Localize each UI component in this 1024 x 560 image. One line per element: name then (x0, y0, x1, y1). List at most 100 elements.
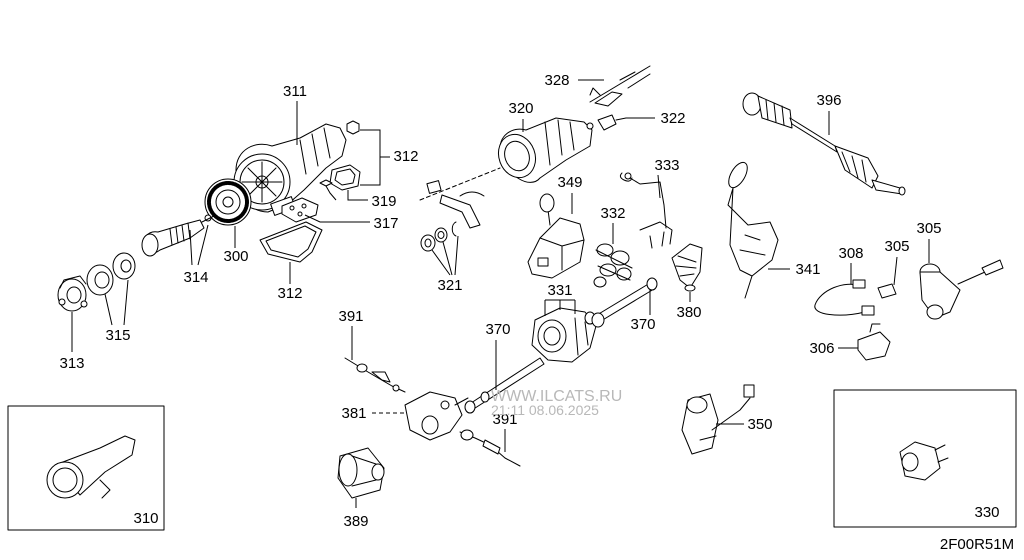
callout-332[interactable]: 332 (600, 205, 625, 222)
transmission-assembly-311 (233, 123, 347, 216)
callout-311[interactable]: 311 (283, 83, 307, 100)
leader-lines-stroke (431, 235, 459, 276)
leader-lines-stroke (360, 129, 390, 186)
transfer-block-381 (404, 391, 469, 441)
boot-380 (671, 243, 703, 292)
callout-322[interactable]: 322 (660, 110, 685, 127)
seal-set-321-stroke (439, 194, 481, 229)
bolt-319 (319, 179, 333, 194)
plate-317-stroke (297, 211, 303, 217)
input-shaft-314-stroke (141, 233, 159, 257)
control-cable-328-stroke (589, 65, 651, 103)
shift-lever-341 (727, 161, 779, 299)
callout-319[interactable]: 319 (371, 193, 396, 210)
callout-314[interactable]: 314 (183, 269, 208, 286)
inset-box-330 (833, 389, 1017, 528)
extension-housing-331 (531, 307, 597, 363)
clutch-cylinder-305 (919, 259, 1004, 320)
flange-313-stroke (80, 300, 88, 308)
seal-set-321-stroke (437, 231, 445, 239)
callout-306[interactable]: 306 (809, 340, 834, 357)
bearing-set-315 (86, 252, 136, 296)
callout-312-top[interactable]: 312 (393, 148, 418, 165)
clutch-disc-300-stroke (207, 181, 249, 223)
callout-349[interactable]: 349 (557, 174, 582, 191)
transfer-block-381-stroke (440, 400, 450, 410)
transfer-block-381-stroke (454, 397, 469, 406)
switch-322 (586, 114, 627, 131)
callout-391-lower[interactable]: 391 (492, 411, 517, 428)
plug-312 (346, 120, 360, 135)
callout-396[interactable]: 396 (816, 92, 841, 109)
propeller-shaft-370-left (464, 357, 545, 414)
plate-317-stroke (301, 203, 307, 209)
actuator-350 (681, 384, 755, 455)
sensor-harness-308 (814, 279, 875, 316)
leader-lines-stroke (304, 214, 370, 223)
shifter-housing-349-stroke (537, 257, 549, 267)
clutch-disc-300-stroke (222, 196, 234, 208)
bolt-319-stroke (325, 185, 331, 194)
callouts: 311 312 319 317 314 300 312 313 315 320 … (59, 72, 999, 530)
transmission-320-stroke (544, 119, 575, 166)
actuator-350-stroke (699, 435, 717, 441)
callout-300[interactable]: 300 (223, 248, 248, 265)
callout-333[interactable]: 333 (654, 157, 679, 174)
callout-313[interactable]: 313 (59, 355, 84, 372)
oil-pan-gasket-312 (259, 221, 323, 263)
oil-pan-gasket-312-stroke (259, 221, 323, 263)
solenoid-389-stroke (338, 453, 358, 487)
callout-321[interactable]: 321 (437, 277, 462, 294)
propeller-shaft-370-right-stroke (591, 312, 605, 328)
parts-layer (7, 65, 1017, 531)
flange-313-stroke (66, 286, 82, 304)
shift-fork-333-stroke (624, 172, 632, 180)
callout-381[interactable]: 381 (341, 405, 366, 422)
propeller-shaft-370-right-stroke (646, 277, 658, 291)
callout-320[interactable]: 320 (508, 100, 533, 117)
callout-315[interactable]: 315 (105, 327, 130, 344)
shift-lever-341-stroke (727, 187, 779, 277)
control-cable-328-stroke (589, 87, 601, 96)
callout-380[interactable]: 380 (676, 304, 701, 321)
callout-308[interactable]: 308 (838, 245, 863, 262)
gear-set-332-stroke (595, 249, 633, 281)
sensor-harness-308-stroke (814, 283, 866, 316)
callout-310[interactable]: 310 (133, 510, 158, 527)
input-shaft-314-stroke (169, 222, 191, 246)
bolt-319-stroke (319, 179, 333, 187)
bracket-306-stroke (857, 331, 891, 361)
callout-305-left[interactable]: 305 (884, 238, 909, 255)
callout-350[interactable]: 350 (747, 416, 772, 433)
shifter-housing-349-stroke (539, 193, 555, 213)
callout-331[interactable]: 331 (547, 282, 572, 299)
shift-fork-333-stroke (639, 221, 673, 249)
boot-380-stroke (684, 284, 696, 292)
propeller-shaft-370-left-stroke (480, 391, 490, 403)
flange-313-stroke (59, 275, 87, 289)
transfer-block-381-stroke (421, 415, 439, 435)
gear-set-332 (593, 243, 633, 288)
seal-set-321-stroke (451, 221, 457, 237)
callout-317[interactable]: 317 (373, 215, 398, 232)
callout-370-right[interactable]: 370 (630, 316, 655, 333)
callout-391-upper[interactable]: 391 (338, 308, 363, 325)
flange-313-stroke (58, 298, 66, 306)
callout-341[interactable]: 341 (795, 261, 820, 278)
callout-389[interactable]: 389 (343, 513, 368, 530)
speedometer-cable-391-upper-stroke (356, 363, 368, 373)
drive-shaft-396-stroke (898, 186, 906, 196)
inset-box-310 (7, 405, 165, 531)
boot-380-stroke (671, 243, 703, 289)
callout-305-right[interactable]: 305 (916, 220, 941, 237)
sensor-harness-308-stroke (861, 305, 875, 316)
callout-370-left[interactable]: 370 (485, 321, 510, 338)
callout-330[interactable]: 330 (974, 504, 999, 521)
gasket-312 (329, 164, 361, 191)
callout-328[interactable]: 328 (544, 72, 569, 89)
gasket-312-stroke (334, 168, 356, 186)
switch-322-stroke (586, 122, 594, 130)
shifter-housing-349-stroke (539, 237, 585, 271)
inset-box-310-stroke (52, 467, 78, 493)
callout-312-bottom[interactable]: 312 (277, 285, 302, 302)
